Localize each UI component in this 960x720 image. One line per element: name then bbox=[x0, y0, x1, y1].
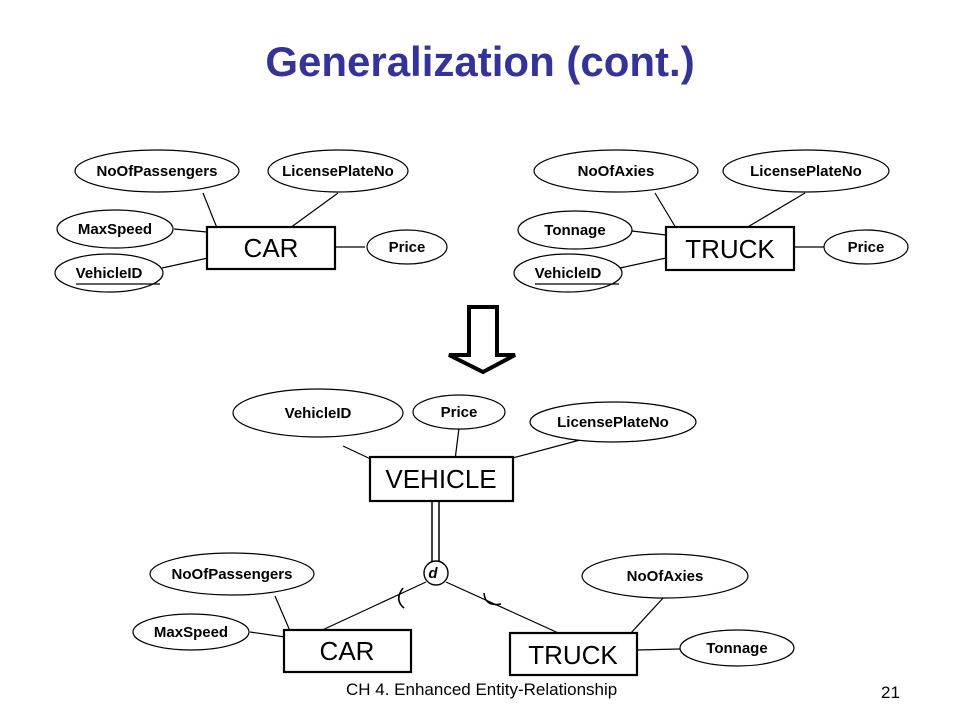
vehicle-attr-licenseplateno-label: LicensePlateNo bbox=[557, 414, 669, 431]
truck-bottom-group: NoOfAxies Tonnage TRUCK bbox=[508, 553, 795, 677]
car-top-entity-label: CAR bbox=[244, 233, 299, 263]
vehicle-line-licenseplate bbox=[504, 439, 581, 461]
car-top-attr-maxspeed-label: MaxSpeed bbox=[78, 221, 152, 238]
car-top-entity bbox=[205, 225, 337, 271]
car-top-line-vehicleid bbox=[161, 257, 209, 269]
car-top-group: NoOfPassengers LicensePlateNo MaxSpeed V… bbox=[54, 149, 448, 293]
car-bottom-line-maxspeed bbox=[249, 631, 286, 638]
truck-top-line-vehicleid bbox=[619, 257, 667, 269]
truck-top-attr-vehicleid-label: VehicleID bbox=[535, 265, 602, 282]
slide-footer: CH 4. Enhanced Entity-Relationship bbox=[346, 680, 618, 699]
truck-bottom-entity-label: TRUCK bbox=[528, 640, 618, 670]
truck-top-line-tonnage bbox=[631, 230, 667, 236]
vehicle-attr-price-label: Price bbox=[441, 404, 478, 421]
vehicle-attr-vehicleid bbox=[232, 388, 404, 438]
vehicle-attr-licenseplateno bbox=[529, 401, 697, 443]
vehicle-group: VehicleID Price LicensePlateNo VEHICLE bbox=[232, 388, 697, 503]
car-top-attr-vehicleid bbox=[54, 253, 164, 293]
vehicle-entity-label: VEHICLE bbox=[385, 464, 496, 494]
car-bottom-entity bbox=[282, 628, 413, 674]
truck-top-attr-noofaxies-label: NoOfAxies bbox=[578, 163, 655, 180]
truck-top-line-licenseplate bbox=[745, 192, 806, 229]
car-top-attr-maxspeed bbox=[56, 209, 174, 249]
truck-bottom-attr-noofaxies bbox=[581, 553, 749, 599]
subset-arc-car bbox=[397, 587, 405, 609]
car-bottom-attr-maxspeed-label: MaxSpeed bbox=[154, 624, 228, 641]
truck-bottom-entity bbox=[508, 631, 639, 677]
subclass-line-car bbox=[317, 581, 427, 633]
car-top-line-passengers bbox=[202, 192, 218, 229]
disjoint-circle bbox=[423, 560, 449, 586]
car-bottom-line-passengers bbox=[274, 595, 291, 632]
vehicle-entity bbox=[368, 455, 515, 503]
vehicle-attr-vehicleid-label: VehicleID bbox=[285, 405, 352, 422]
car-top-attr-licenseplateno bbox=[267, 149, 409, 193]
truck-top-attr-noofaxies bbox=[533, 149, 699, 193]
car-bottom-group: NoOfPassengers MaxSpeed CAR bbox=[132, 552, 413, 674]
car-top-attr-price bbox=[366, 229, 448, 265]
truck-top-line-axies bbox=[654, 192, 677, 229]
car-bottom-attr-noofpassengers-label: NoOfPassengers bbox=[172, 566, 293, 583]
truck-bottom-attr-tonnage bbox=[679, 629, 795, 667]
truck-bottom-line-axies bbox=[629, 596, 665, 635]
truck-top-attr-licenseplateno-label: LicensePlateNo bbox=[750, 163, 862, 180]
down-arrow-icon bbox=[448, 305, 516, 375]
truck-top-attr-tonnage-label: Tonnage bbox=[544, 222, 605, 239]
truck-top-group: NoOfAxies LicensePlateNo Tonnage Vehicle… bbox=[513, 149, 909, 293]
disjoint-symbol: d bbox=[428, 565, 438, 582]
truck-top-entity bbox=[664, 225, 796, 272]
truck-bottom-attr-noofaxies-label: NoOfAxies bbox=[627, 568, 704, 585]
truck-bottom-line-tonnage bbox=[636, 648, 681, 651]
car-bottom-attr-noofpassengers bbox=[149, 552, 315, 596]
vehicle-line-price bbox=[454, 427, 460, 461]
subset-arc-truck bbox=[483, 592, 502, 606]
car-top-attr-price-label: Price bbox=[389, 239, 426, 256]
truck-top-attr-tonnage bbox=[517, 210, 633, 250]
truck-top-attr-vehicleid bbox=[513, 253, 623, 293]
truck-top-entity-label: TRUCK bbox=[685, 234, 775, 264]
truck-top-attr-price bbox=[823, 229, 909, 265]
car-top-attr-vehicleid-label: VehicleID bbox=[76, 265, 143, 282]
car-top-attr-noofpassengers-label: NoOfPassengers bbox=[97, 163, 218, 180]
vehicle-attr-price bbox=[412, 394, 506, 430]
page-number: 21 bbox=[881, 683, 900, 702]
truck-top-attr-licenseplateno bbox=[722, 149, 890, 193]
slide-title: Generalization (cont.) bbox=[265, 38, 695, 85]
car-top-attr-licenseplateno-label: LicensePlateNo bbox=[282, 163, 394, 180]
subclass-line-truck bbox=[445, 581, 566, 637]
truck-top-attr-price-label: Price bbox=[848, 239, 885, 256]
car-top-line-licenseplate bbox=[289, 192, 339, 229]
car-bottom-entity-label: CAR bbox=[320, 636, 375, 666]
truck-bottom-attr-tonnage-label: Tonnage bbox=[706, 640, 767, 657]
car-top-line-maxspeed bbox=[173, 228, 208, 233]
car-bottom-attr-maxspeed bbox=[132, 613, 250, 651]
specialization-group: d bbox=[317, 502, 566, 637]
car-top-attr-noofpassengers bbox=[74, 149, 240, 193]
